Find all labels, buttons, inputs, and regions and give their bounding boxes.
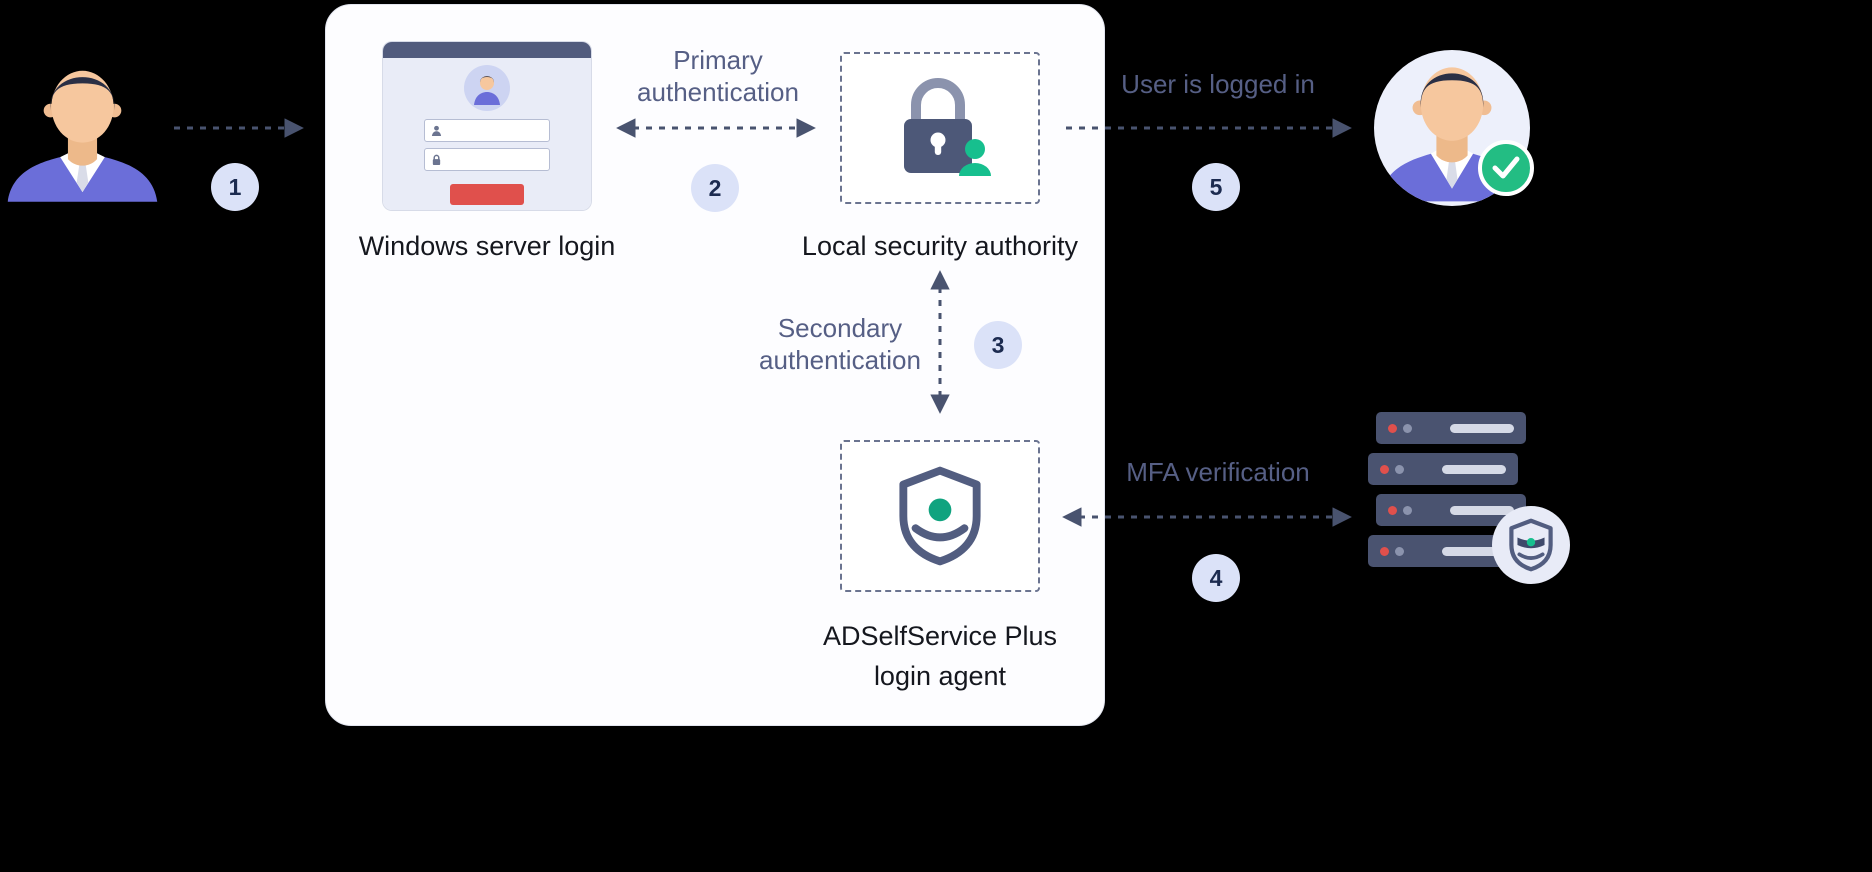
adssp-login-agent-box (840, 440, 1040, 592)
mini-person-icon (474, 76, 500, 105)
password-field (424, 148, 550, 171)
server-row (1368, 453, 1518, 485)
adssp-shield-icon (899, 466, 981, 566)
step-badge-2: 2 (691, 164, 739, 212)
window-body (383, 58, 591, 210)
primary-auth-label: Primary authentication (610, 44, 826, 108)
server-vent (1442, 546, 1506, 556)
server-row (1376, 412, 1526, 444)
mfa-shield-badge (1492, 506, 1570, 584)
step-badge-1: 1 (211, 163, 259, 211)
mfa-server-stack (1368, 412, 1528, 582)
server-led-icon (1380, 464, 1389, 474)
server-led-icon (1403, 505, 1412, 515)
server-vent (1442, 464, 1506, 474)
server-led-icon (1395, 464, 1404, 474)
lock-field-icon (432, 154, 441, 165)
username-field (424, 119, 550, 142)
server-led-icon (1395, 546, 1404, 556)
checkmark-icon (1492, 156, 1520, 179)
server-led-icon (1403, 423, 1412, 433)
windows-login-window (383, 42, 591, 210)
step-badge-4: 4 (1192, 554, 1240, 602)
server-led-icon (1388, 505, 1397, 515)
adssp-agent-label: ADSelfService Plus login agent (765, 616, 1115, 696)
server-vent (1450, 423, 1514, 433)
login-avatar-icon (464, 65, 510, 111)
mfa-verification-label: MFA verification (1126, 457, 1310, 487)
person-icon (7, 70, 158, 202)
padlock-icon (904, 78, 991, 176)
windows-login-label: Windows server login (358, 231, 616, 261)
server-led-icon (1380, 546, 1389, 556)
server-vent (1450, 505, 1514, 515)
login-button-mock (450, 184, 524, 205)
shield-icon (1509, 518, 1553, 572)
secondary-auth-label-line1: Secondary (777, 313, 903, 343)
local-security-authority-box (840, 52, 1040, 204)
user-field-icon (431, 125, 442, 136)
primary-auth-label-line2: authentication (637, 77, 799, 107)
window-title-bar (383, 42, 591, 58)
adssp-agent-label-line2: login agent (873, 661, 1007, 691)
server-led-icon (1388, 423, 1397, 433)
success-check-badge (1478, 140, 1534, 196)
step-badge-3: 3 (974, 321, 1022, 369)
secondary-auth-label-line2: authentication (759, 345, 921, 375)
step-badge-5: 5 (1192, 163, 1240, 211)
primary-auth-label-line1: Primary (673, 45, 763, 75)
secondary-auth-label: Secondary authentication (730, 312, 950, 376)
local-security-authority-label: Local security authority (801, 231, 1079, 261)
user-logged-in-label: User is logged in (1121, 69, 1315, 99)
end-user-icon (0, 56, 165, 202)
adssp-agent-label-line1: ADSelfService Plus (822, 621, 1058, 651)
